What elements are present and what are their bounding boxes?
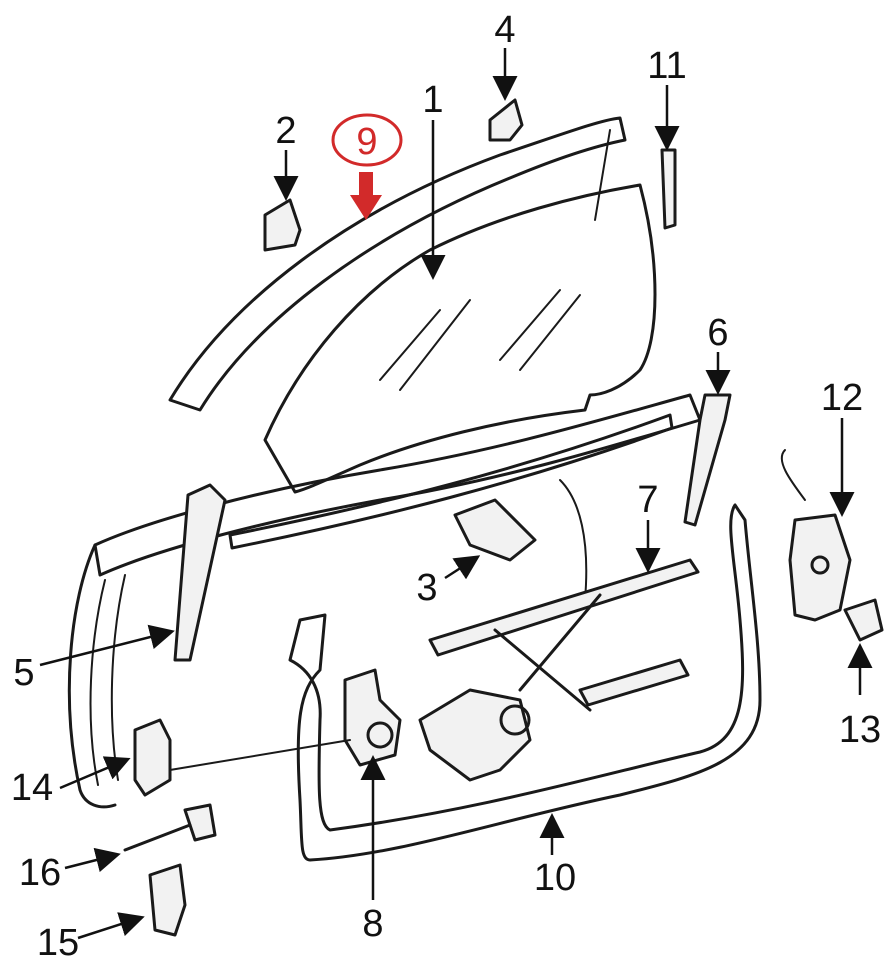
window-run-channel [168,116,627,412]
highlight-callout-9 [331,113,403,220]
bracket-part-3 [453,498,537,562]
door-check-part-16 [123,803,217,852]
window-regulator-part-7 [418,558,700,782]
belt-weatherstrip [228,413,674,550]
regulator-motor-part-8 [343,668,402,767]
link-part-6 [683,393,732,527]
callout-16: 16 [19,852,61,894]
clip-part-4 [488,98,524,142]
door-lock-part-12 [780,449,852,622]
striker-part-13 [843,598,884,642]
leader-lines [39,48,873,940]
callout-4: 4 [494,9,515,51]
hinge-part-14 [133,718,351,797]
callout-12: 12 [821,377,863,419]
callout-labels: 1 2 3 4 5 6 7 8 9 10 11 12 13 14 15 16 [11,9,881,964]
callout-13: 13 [839,709,881,751]
callout-1: 1 [422,79,443,121]
hinge-part-15 [148,863,187,937]
callout-2: 2 [275,110,296,152]
callout-15: 15 [37,922,79,964]
callout-3: 3 [416,567,437,609]
callout-10: 10 [534,857,576,899]
callout-9: 9 [356,121,377,163]
callout-11: 11 [647,45,686,87]
callout-6: 6 [707,312,728,354]
division-bar-part-11 [660,148,677,230]
callout-7: 7 [637,479,658,521]
door-glass [263,183,657,494]
callout-14: 14 [11,767,53,809]
rear-channel-part-5 [173,483,227,662]
door-weatherstrip-part-10 [288,503,762,862]
callout-5: 5 [13,652,34,694]
clip-part-2 [263,198,302,252]
callout-8: 8 [362,903,383,945]
